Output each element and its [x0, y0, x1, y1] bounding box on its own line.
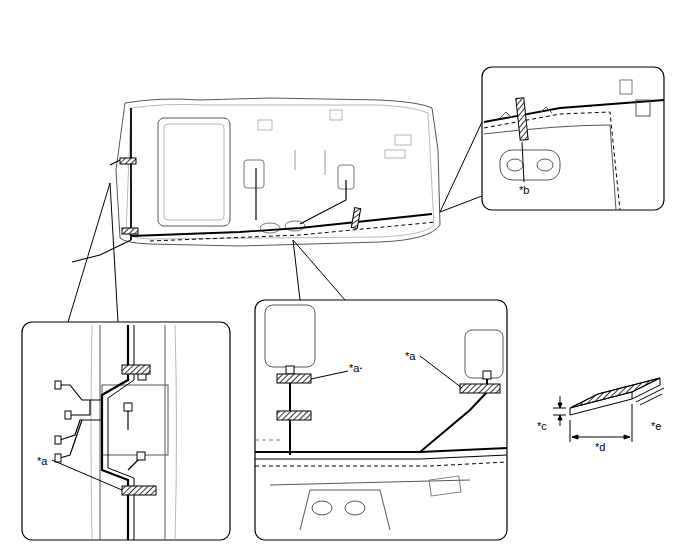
- callout-label: *d: [594, 441, 606, 453]
- callout-label: *a: [404, 350, 416, 362]
- callout-label: *a: [36, 455, 48, 467]
- callout-label: *a: [348, 362, 360, 374]
- callout-label: *c: [536, 420, 548, 432]
- callout-label: *e: [650, 420, 662, 432]
- callout-label: *b: [518, 184, 530, 196]
